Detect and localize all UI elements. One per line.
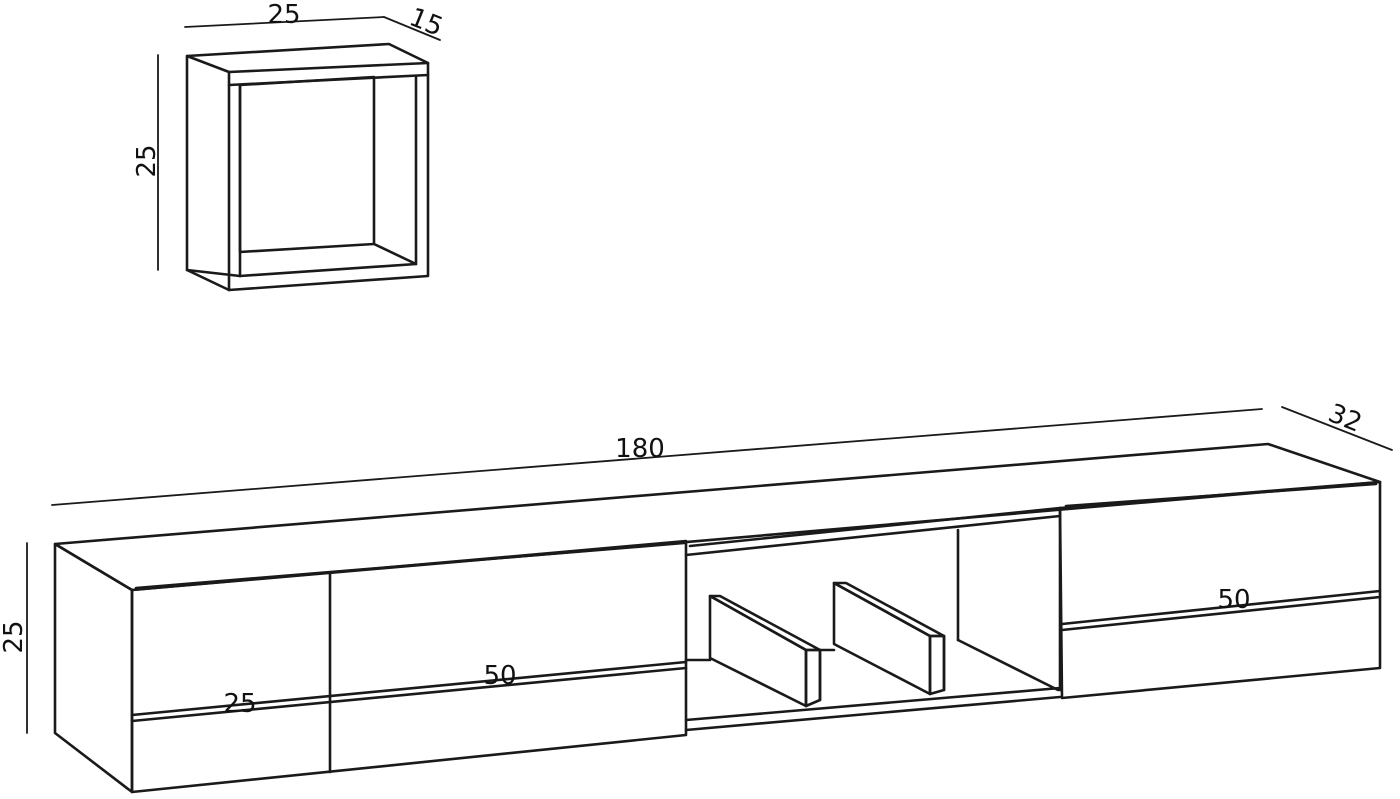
tv-depth-label: 32 (1324, 398, 1366, 438)
divider-2-face (832, 581, 932, 696)
right-drawer-mid-line (1060, 595, 1382, 632)
left-door-width-label: 50 (483, 661, 516, 691)
right-drawer-mid-line-2 (1060, 589, 1382, 626)
right-drawer-top-lip (1064, 482, 1378, 508)
cube-depth-label: 15 (405, 2, 447, 42)
tv-width-dimension-line (51, 408, 1263, 506)
middle-back-bottom-right (956, 638, 1060, 692)
left-drawer-mid-line (130, 666, 688, 723)
cube-width-label: 25 (267, 0, 300, 30)
middle-bottom-front (684, 686, 1062, 722)
divider-1-face (708, 594, 808, 708)
cube-height-label: 25 (132, 144, 162, 177)
cube-top-face (185, 42, 430, 74)
cube-left-edge (185, 54, 231, 292)
cube-inner-back (238, 75, 376, 254)
tv-unit: 180 32 25 25 50 50 (0, 398, 1393, 794)
tv-depth-dimension-line (1281, 406, 1393, 451)
tv-unit-top-face (53, 442, 1382, 592)
left-drawer-mid-line-2 (130, 660, 688, 717)
cube-inner-bottom (238, 242, 418, 278)
cube-front-frame (227, 73, 430, 292)
middle-bottom-front-2 (684, 695, 1062, 732)
right-door-width-label: 50 (1217, 585, 1250, 615)
left-drawer-top-lip (134, 541, 686, 590)
divider-1-edge (804, 648, 822, 708)
cube-bottom-left (185, 268, 242, 278)
tv-height-label: 25 (0, 620, 29, 653)
tv-unit-left-side (53, 542, 134, 794)
left-drawer-block (130, 539, 688, 794)
cube-width-dimension-line (184, 16, 385, 28)
divider-2-edge (928, 634, 946, 696)
middle-top-inner-edge-2 (688, 506, 1062, 548)
left-small-door-width-label: 25 (223, 689, 256, 719)
middle-top-inner-edge (684, 514, 1062, 557)
tv-width-label: 180 (615, 434, 665, 464)
cube-shelf: 25 15 25 (132, 0, 447, 292)
cube-depth-dimension-line (383, 16, 441, 41)
